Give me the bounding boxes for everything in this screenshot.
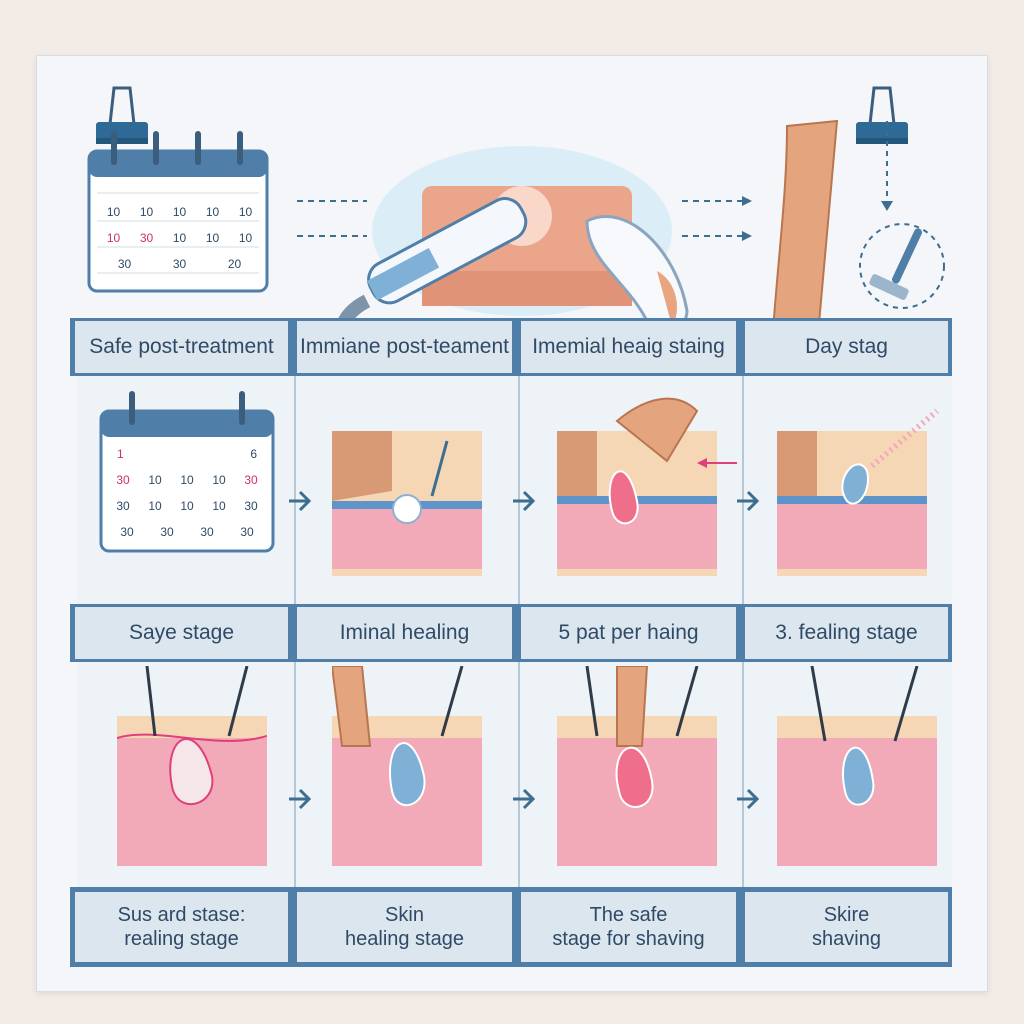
cal-num: 10 [148,499,162,513]
binder-clip-right-icon [856,86,908,144]
cal-num: 10 [148,473,162,487]
binder-clip-left-icon [96,86,148,144]
hair-follicle-illustration [332,666,482,866]
calendar-icon [99,391,275,553]
dashed-connector-icon [297,200,367,237]
footer-line: Skin [385,904,424,926]
cal-num: 10 [139,205,154,219]
arrow-right-icon [513,490,536,512]
cal-num: 10 [180,473,194,487]
cal-num: 30 [244,473,258,487]
hair-follicle-illustration [557,666,717,866]
hair-follicle-illustration [777,666,937,866]
stage-header: Immiane post-teament [297,321,512,373]
footer-line: The safe [589,904,668,926]
stage-footer: The safe stage for shaving [521,892,736,962]
cal-num: 30 [116,473,130,487]
arrow-right-icon [737,788,760,810]
arrow-right-icon [289,490,312,512]
cal-num: 10 [180,499,194,513]
poster-board: 10 10 10 10 10 10 30 10 10 10 30 30 20 [36,55,988,992]
cal-num: 10 [106,231,121,245]
footer-line: shaving [812,928,881,950]
cal-num: 10 [106,205,121,219]
top-calendar: 10 10 10 10 10 10 30 10 10 10 30 30 20 [87,131,272,296]
cal-num: 30 [139,231,154,245]
cal-num: 10 [238,205,253,219]
footer-line: stage for shaving [552,928,705,950]
cal-num: 10 [205,205,220,219]
hair-follicle-illustration [117,666,267,866]
skin-cross-section-illustration [332,431,482,576]
cal-num: 6 [250,447,257,461]
stage-footer: Skin healing stage [297,892,512,962]
cal-num: 10 [172,231,187,245]
footer-line: Skire [823,904,870,926]
skin-hand-illustration [557,397,737,576]
cal-num: 20 [227,257,242,271]
cal-num: 30 [160,525,174,539]
footer-line: Sus ard stase: [117,904,246,926]
stage-footer: Skire shaving [745,892,948,962]
arrow-right-icon [289,788,312,810]
laser-device-illustration [334,146,689,360]
cal-num: 30 [172,257,187,271]
cal-num: 30 [240,525,254,539]
cal-num: 10 [172,205,187,219]
mid-calendar: 1 6 30 10 10 10 30 30 10 10 10 30 30 30 … [99,391,279,556]
stage-header: Safe post-treatment [75,321,288,373]
footer-line: healing stage [345,928,464,950]
cal-num: 1 [117,447,124,461]
arrow-right-icon [513,788,536,810]
cal-num: 30 [200,525,214,539]
cal-num: 30 [116,499,130,513]
cal-num: 30 [117,257,132,271]
cal-num: 10 [238,231,253,245]
arrow-right-icon [737,490,760,512]
arm-razor-illustration [770,119,945,347]
cal-num: 30 [120,525,134,539]
cal-num: 10 [205,231,220,245]
stage-header: Iminal healing [297,607,512,659]
stage-header: 5 pat per haing [521,607,736,659]
stage-header: 3. fealing stage [745,607,948,659]
cal-num: 30 [244,499,258,513]
cal-num: 10 [212,473,226,487]
stage-header: Imemial heaig staing [521,321,736,373]
stage-footer: Sus ard stase: realing stage [75,892,288,962]
stage-header: Saye stage [75,607,288,659]
skin-healing-illustration [777,408,939,576]
dashed-arrow-icon [682,196,752,241]
calendar-icon [87,131,269,293]
stage-header: Day stag [745,321,948,373]
cal-num: 10 [212,499,226,513]
footer-line: realing stage [124,928,239,950]
